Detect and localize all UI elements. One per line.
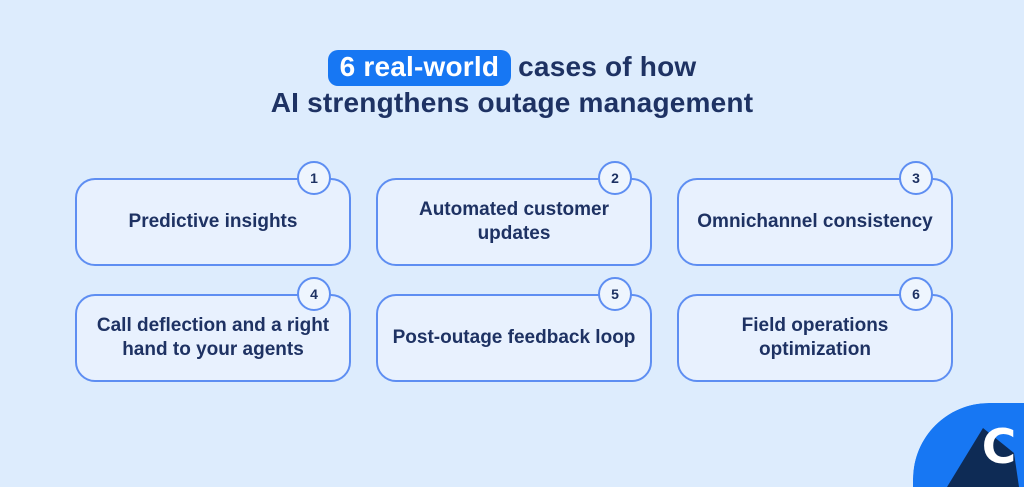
case-number-badge-6: 6 xyxy=(899,277,933,311)
case-number-badge-4: 4 xyxy=(297,277,331,311)
case-number-badge-3: 3 xyxy=(899,161,933,195)
logo-long-shadow xyxy=(947,428,1019,487)
title-line1-text: cases of how xyxy=(518,51,697,82)
case-title-1: Predictive insights xyxy=(128,211,298,232)
cases-grid: 1 Predictive insights 2 Automated custom… xyxy=(75,161,953,382)
case-title-2: Automated customer updates xyxy=(418,199,610,244)
case-title-3: Omnichannel consistency xyxy=(697,211,933,232)
case-card-5: 5 Post-outage feedback loop xyxy=(376,277,652,382)
case-card-4: 4 Call deflection and a right hand to yo… xyxy=(75,277,351,382)
case-number-badge-5: 5 xyxy=(598,277,632,311)
case-title-6: Field operations optimization xyxy=(741,315,889,360)
case-card-3: 3 Omnichannel consistency xyxy=(677,161,953,266)
logo-letter-c: C xyxy=(982,420,1017,475)
case-card-1: 1 Predictive insights xyxy=(75,161,351,266)
brand-logo: C xyxy=(913,403,1024,487)
case-number-badge-1: 1 xyxy=(297,161,331,195)
case-title-5: Post-outage feedback loop xyxy=(392,327,636,348)
title-line-2: AI strengthens outage management xyxy=(270,87,754,118)
case-number-badge-2: 2 xyxy=(598,161,632,195)
title-highlight-pill: 6 real-world xyxy=(327,50,512,86)
case-title-4: Call deflection and a right hand to your… xyxy=(96,315,330,360)
case-card-2: 2 Automated customer updates xyxy=(376,161,652,266)
case-card-6: 6 Field operations optimization xyxy=(677,277,953,382)
